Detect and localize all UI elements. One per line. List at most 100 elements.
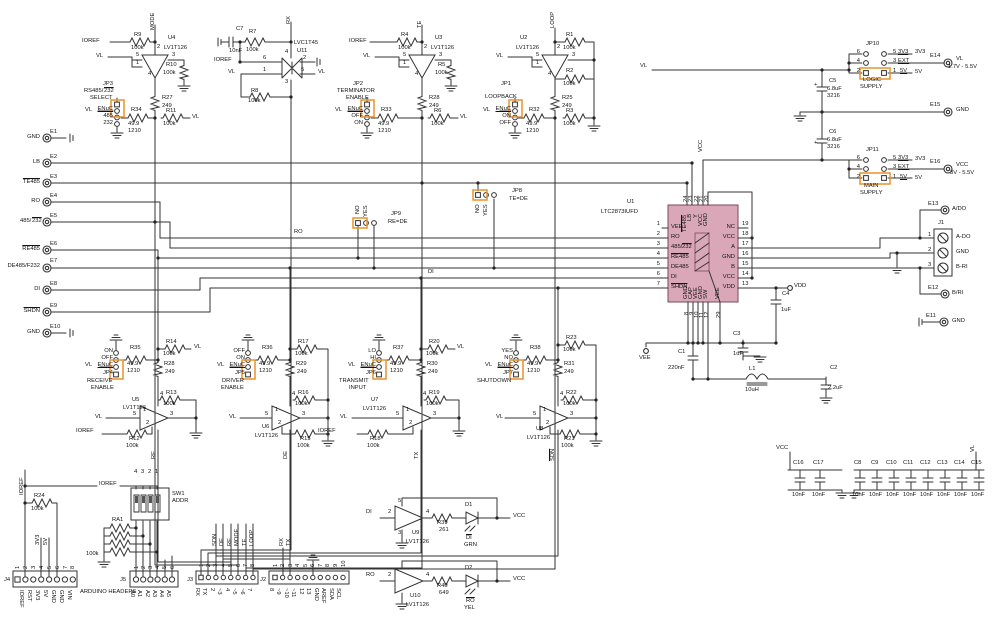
u3-2: 2 (424, 44, 428, 50)
pn-b: B (731, 264, 735, 270)
u9p: LV1T126 (406, 539, 430, 545)
j4n1: 1 (15, 565, 21, 569)
t-e6-ref: E6 (50, 241, 58, 247)
pin17: 17 (742, 241, 749, 247)
j3l3: 2 (209, 588, 215, 592)
j2l7: GND (313, 588, 319, 601)
vl2: VL (192, 114, 200, 120)
u3-3: 3 (439, 52, 443, 58)
r35: R35 (130, 345, 141, 351)
u11-2: 2 (303, 55, 307, 61)
vl10: VL (229, 414, 237, 420)
r28v: 249 (429, 103, 439, 109)
u6: U6 (262, 424, 270, 430)
d1: D1 (465, 502, 473, 508)
t-e1: GND (27, 134, 40, 140)
r21: R21 (564, 436, 575, 442)
j5n3: 3 (148, 565, 154, 569)
jp6-vl: VL (348, 362, 356, 368)
r20: R20 (429, 339, 440, 345)
de-rot: DE (283, 450, 289, 459)
r9: R9 (134, 32, 142, 38)
c5v: 6.8uF (827, 86, 842, 92)
r4: R4 (401, 32, 409, 38)
sw-3: 3 (141, 469, 145, 475)
pn-vcc1: VCC (722, 234, 735, 240)
e12: E12 (928, 285, 939, 291)
u8: U8 (536, 426, 544, 432)
r5v: 100k (435, 70, 448, 76)
jp11n1: MAIN (864, 183, 879, 189)
e16v: 3V - 5.5V (950, 170, 975, 176)
r23v: 100k (563, 347, 576, 353)
jp11-r1: 3V3 (915, 156, 926, 162)
u2-5: 5 (536, 52, 540, 58)
jp10-ext: EXT (898, 58, 910, 64)
ro-in: RO (366, 572, 375, 578)
j4n4: 4 (39, 565, 45, 569)
j3t3: SDN (212, 533, 218, 546)
j2n8: 8 (325, 563, 331, 567)
ra1v: 100k (86, 551, 99, 557)
u5-1: 1 (143, 407, 147, 413)
r29: R29 (296, 361, 307, 367)
pin5: 5 (656, 261, 660, 267)
jp5n1: DRIVER (222, 378, 244, 384)
pn-gnd1: GND (722, 254, 735, 260)
j2n5: 5 (303, 563, 309, 567)
j3l2: TX (201, 588, 207, 596)
arduino: ARDUINO HEADERS (80, 589, 137, 595)
jp5-on: ON (236, 355, 245, 361)
r2v: 100k (563, 81, 576, 87)
vcc1: VCC (513, 513, 526, 519)
u5p: LV1T126 (123, 405, 147, 411)
c2: C2 (830, 365, 838, 371)
u4-3: 3 (172, 52, 176, 58)
u9-4: 4 (426, 509, 430, 515)
pn-re485: RE485 (671, 254, 689, 260)
u5: U5 (132, 397, 140, 403)
vl5: VL (363, 53, 371, 59)
jp3vl: VL (85, 107, 93, 113)
u4-2: 2 (157, 44, 161, 50)
u7-1: 1 (406, 407, 410, 413)
pin2: 2 (656, 231, 660, 237)
r38v2: 1210 (527, 368, 540, 374)
jp11-3v3: 3V3 (898, 155, 909, 161)
r24v: 100k (31, 506, 44, 512)
r17v: 100k (295, 351, 308, 357)
r27: R27 (162, 95, 173, 101)
jp5-off: OFF (233, 348, 245, 354)
u5-4: 4 (160, 391, 164, 397)
jp10n1: LOGIC (863, 77, 882, 83)
jp11-6: 6 (856, 155, 860, 161)
pin13: 13 (742, 281, 749, 287)
jp9: JP9 (391, 211, 401, 217)
j2l2: ~9 (275, 588, 281, 595)
r19: R19 (429, 390, 440, 396)
di-mid: DI (428, 269, 434, 275)
c1v: 220nF (668, 365, 685, 371)
jp10-1: 1 (893, 68, 897, 74)
u4-1: 1 (136, 60, 140, 66)
pin19: 19 (742, 221, 749, 227)
j2n2: 2 (280, 563, 286, 567)
r32v2: 1210 (526, 128, 539, 134)
u1p: LTC2873IUFD (601, 209, 638, 215)
pn-sw: SW (703, 289, 709, 299)
j1-2: 2 (928, 247, 932, 253)
chip-exposed-pad (694, 232, 710, 272)
j1n1: A-DO (956, 234, 971, 240)
j2n6: 6 (310, 563, 316, 567)
vl1: VL (96, 53, 104, 59)
j3l6: ~5 (231, 588, 237, 595)
u11-3: 3 (285, 79, 289, 85)
sw-2: 2 (148, 469, 152, 475)
r33: R33 (381, 107, 392, 113)
j4l6: GND (50, 590, 56, 603)
jp5n2: ENABLE (221, 385, 244, 391)
c6p: 3216 (827, 144, 840, 150)
te-net: TE (417, 20, 423, 28)
j5l3: A2 (144, 590, 150, 598)
